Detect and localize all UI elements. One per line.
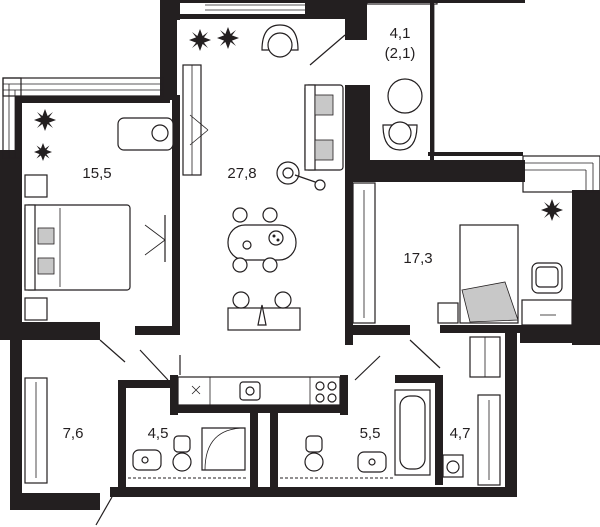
room-area-balcony-top: 4,1 [390,25,411,42]
kitchen [177,376,341,406]
laundry-fixtures [442,336,501,486]
area-labels: 4,1 (2,1) 15,5 27,8 17,3 7,6 4,5 5,5 4,7 [63,25,471,442]
bedroom-2-furniture [352,182,573,326]
room-area-living: 27,8 [227,165,256,182]
hall-wardrobe [24,377,48,484]
room-area-bedroom: 15,5 [82,165,111,182]
plant-icon [34,109,56,131]
room-area-bedroom-2: 17,3 [403,250,432,267]
balcony-furniture [382,78,423,151]
room-area-laundry: 4,7 [450,425,471,442]
bathroom-1-fixtures [128,427,248,479]
plant-icons [34,27,563,221]
living-furniture [182,24,344,331]
walls [0,0,600,510]
plant-icon [189,29,211,51]
room-area-balcony-top-sub: (2,1) [385,45,416,62]
doors [95,34,441,526]
plant-icon [34,143,52,161]
plant-icon [217,27,239,49]
room-area-bathroom-2: 5,5 [360,425,381,442]
windows [2,1,600,193]
bathroom-2-fixtures [280,389,431,479]
room-area-bathroom-1: 4,5 [148,425,169,442]
plant-icon [541,199,563,221]
bedroom-furniture [24,117,174,321]
room-area-hall: 7,6 [63,425,84,442]
